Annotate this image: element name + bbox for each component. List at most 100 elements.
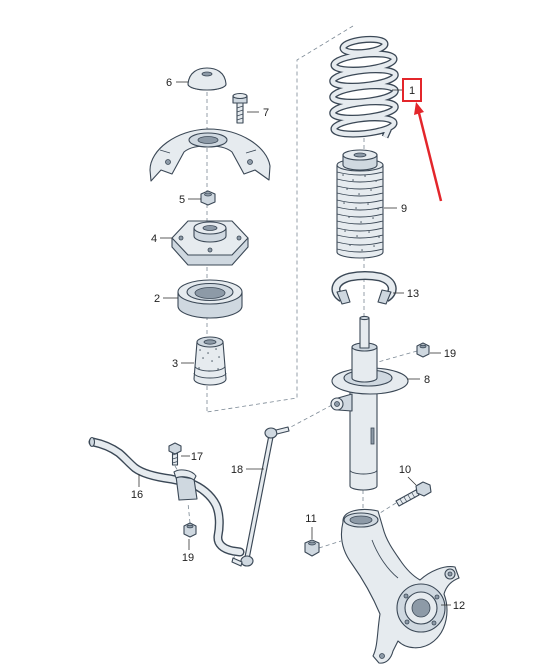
bolt-7-thread <box>236 105 244 121</box>
nut-5-bore <box>204 192 212 197</box>
callout-label-1: 1 <box>409 85 415 97</box>
knuckle-clamp-bore <box>349 515 373 525</box>
callout-label-2: 2 <box>154 293 160 305</box>
strut-rod-top <box>359 315 370 321</box>
ring-tab-right <box>377 289 392 305</box>
link-upper-ball-joint <box>264 427 278 439</box>
spring-coils <box>330 37 398 138</box>
dust-boot-body <box>336 164 384 259</box>
stabilizer-link <box>231 426 290 567</box>
link-upper-stud <box>275 426 290 435</box>
nut-11-bore <box>308 541 316 546</box>
callout-label-19-bottom: 19 <box>182 552 194 564</box>
strut-mount <box>171 220 249 266</box>
shield-edge-detail <box>159 149 257 154</box>
nut-19-bottom <box>183 522 197 538</box>
callout-label-9: 9 <box>401 203 407 215</box>
steering-knuckle <box>340 508 460 664</box>
bump-stop-body <box>193 341 227 386</box>
bolt-10-head <box>415 481 432 497</box>
bearing-bore <box>194 287 226 299</box>
callout-label-12: 12 <box>453 600 465 612</box>
strut-bearing <box>177 279 243 319</box>
guide-line-bolt-10 <box>379 502 397 514</box>
callout-label-3: 3 <box>172 358 178 370</box>
bump-stop-ring <box>331 271 397 305</box>
protective-cap <box>187 67 227 91</box>
knuckle-edge-detail <box>371 539 399 579</box>
bolt-10-shank <box>395 489 420 507</box>
part-1-highlight <box>402 78 443 202</box>
callout-label-6: 6 <box>166 77 172 89</box>
guide-line-link-to-strut <box>288 404 333 429</box>
strut-tube-band <box>349 469 378 475</box>
callout-label-13: 13 <box>407 288 419 300</box>
shield-hole-left <box>165 159 171 165</box>
strut-bracket-slot <box>370 427 375 445</box>
splash-shield <box>149 128 271 182</box>
nut-11 <box>304 539 320 557</box>
nut-5 <box>200 190 216 206</box>
bump-stop <box>193 336 227 386</box>
bolt-17 <box>168 442 182 466</box>
callout-label-11: 11 <box>305 513 316 525</box>
mount-hole-left <box>178 235 184 241</box>
bolt-7-head-top <box>232 92 248 100</box>
stabilizer-bar-tube <box>89 438 244 556</box>
knuckle-hub-hole <box>403 593 409 599</box>
leader-line-10 <box>407 476 417 486</box>
knuckle-steering-arm-hole <box>447 571 453 577</box>
coil-spring <box>329 35 399 139</box>
link-lower-ball-joint <box>240 555 254 567</box>
strut-upper-body <box>351 346 378 383</box>
shield-center-hole <box>197 136 219 144</box>
mount-boss-hole <box>202 225 218 231</box>
ring-body <box>332 272 396 301</box>
callout-label-10: 10 <box>399 464 411 476</box>
callout-label-4: 4 <box>151 233 157 245</box>
strut-lug-hole <box>334 401 340 407</box>
callout-label-8: 8 <box>424 374 430 386</box>
strut-piston-rod <box>359 317 370 349</box>
guide-line-nut-19-top <box>377 350 418 363</box>
bolt-17-head <box>168 442 182 455</box>
cap-top <box>201 71 213 77</box>
callout-label-17: 17 <box>191 451 203 463</box>
dust-boot <box>336 149 384 259</box>
nut-19-top-bore <box>419 344 427 349</box>
knuckle-hub-hole <box>404 619 410 625</box>
knuckle-hub-bore <box>411 598 431 618</box>
mount-hole-right <box>236 235 242 241</box>
bolt-7 <box>232 92 248 124</box>
stabilizer-bar <box>88 436 245 557</box>
nut-19-top <box>416 342 430 358</box>
dust-boot-ribs <box>336 171 384 253</box>
bolt-10-thread <box>399 492 416 505</box>
highlight-arrowhead <box>414 102 424 115</box>
guide-line-nut-11 <box>318 540 342 549</box>
knuckle-hub-hole <box>431 620 437 626</box>
shock-absorber-strut <box>330 315 409 491</box>
bump-stop-ribs <box>193 365 227 379</box>
strut-tube <box>349 383 378 491</box>
callout-label-19-top: 19 <box>444 348 456 360</box>
stabilizer-bar-bushing <box>175 475 198 501</box>
callout-label-16: 16 <box>131 489 143 501</box>
stabilizer-bar-bracket <box>173 469 197 481</box>
shield-plate <box>149 128 271 182</box>
guide-line-frame <box>206 25 354 413</box>
guide-line-bolt-17 <box>174 465 183 479</box>
shield-hole-right <box>247 159 253 165</box>
cap-dome <box>187 67 227 91</box>
highlight-arrow-shaft <box>417 112 443 202</box>
mount-hole-front <box>207 247 213 253</box>
ring-tab-left <box>336 289 351 305</box>
callout-label-18: 18 <box>231 464 243 476</box>
knuckle-ball-joint-hole <box>379 653 385 659</box>
link-lower-stud <box>231 557 243 567</box>
highlight-box <box>402 78 422 102</box>
bump-stop-texture <box>198 348 220 372</box>
callout-label-7: 7 <box>263 107 269 119</box>
nut-19-bottom-bore <box>186 524 194 529</box>
dust-boot-cap-hole <box>353 152 367 158</box>
